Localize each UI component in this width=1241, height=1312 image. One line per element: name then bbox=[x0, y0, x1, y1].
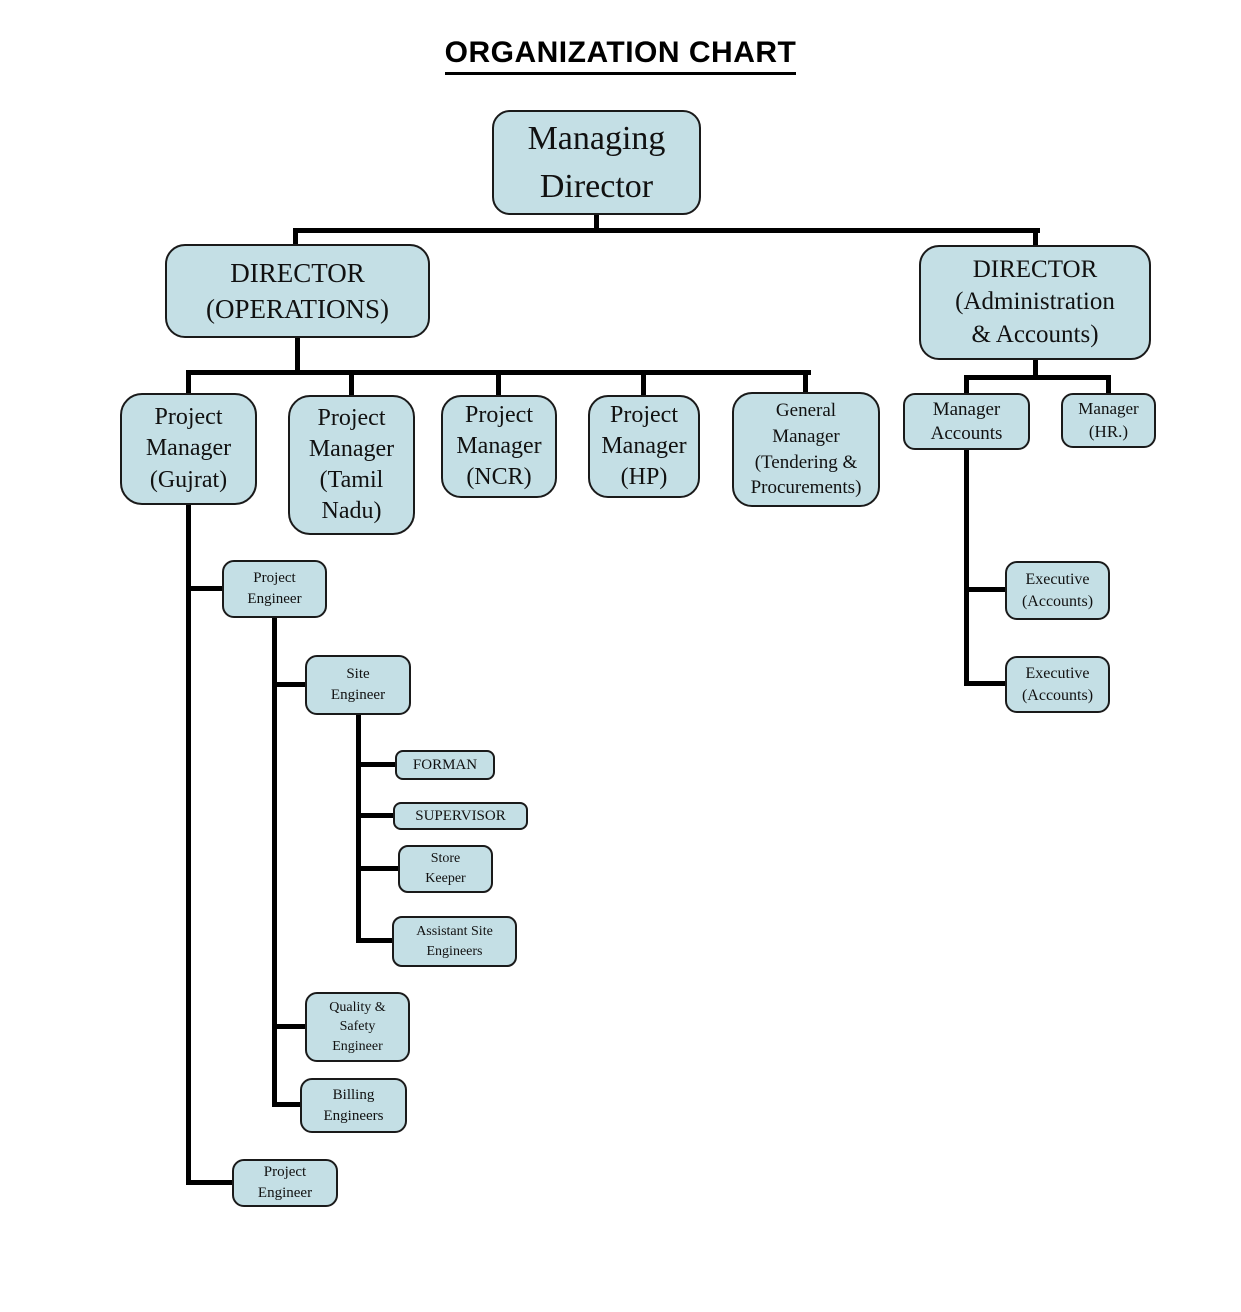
node-managing-director: Managing Director bbox=[492, 110, 701, 215]
connector-stub-hp bbox=[641, 373, 646, 397]
connector-stub-ncr bbox=[496, 373, 501, 397]
connector-stub-executive-2 bbox=[964, 681, 1008, 686]
connector-stub-supervisor bbox=[356, 813, 397, 818]
connector-stub-executive-1 bbox=[964, 587, 1008, 592]
connector-directors-horizontal bbox=[293, 228, 1040, 233]
connector-stub-gm bbox=[803, 373, 808, 395]
connector-stub-manager-hr bbox=[1106, 378, 1111, 395]
node-site-engineer: Site Engineer bbox=[305, 655, 411, 715]
connector-stub-forman bbox=[356, 762, 399, 767]
connector-stub-store-keeper bbox=[356, 866, 402, 871]
node-gm-tendering-procurements: General Manager (Tendering & Procurement… bbox=[732, 392, 880, 507]
node-billing-engineers: Billing Engineers bbox=[300, 1078, 407, 1133]
connector-stub-manager-accounts bbox=[964, 378, 969, 395]
connector-stub-gujrat bbox=[186, 373, 191, 397]
connector-stub-billing bbox=[272, 1102, 304, 1107]
node-manager-hr: Manager (HR.) bbox=[1061, 393, 1156, 448]
connector-ops-drop bbox=[295, 336, 300, 374]
connector-md-drop bbox=[594, 213, 599, 231]
connector-stub-project-engineer-1 bbox=[186, 586, 226, 591]
connector-stub-site-engineer bbox=[272, 682, 309, 687]
node-executive-accounts-1: Executive (Accounts) bbox=[1005, 561, 1110, 620]
node-store-keeper: Store Keeper bbox=[398, 845, 493, 893]
connector-project-engineer-trunk bbox=[272, 617, 277, 1107]
connector-managers-horizontal bbox=[186, 370, 811, 375]
node-supervisor: SUPERVISOR bbox=[393, 802, 528, 830]
node-forman: FORMAN bbox=[395, 750, 495, 780]
connector-stub-project-engineer-2 bbox=[186, 1180, 236, 1185]
node-director-operations: DIRECTOR (OPERATIONS) bbox=[165, 244, 430, 338]
node-pm-tamil-nadu: Project Manager (Tamil Nadu) bbox=[288, 395, 415, 535]
connector-admin-horizontal bbox=[964, 375, 1111, 380]
node-project-engineer-1: Project Engineer bbox=[222, 560, 327, 618]
connector-accounts-trunk bbox=[964, 449, 969, 686]
node-executive-accounts-2: Executive (Accounts) bbox=[1005, 656, 1110, 713]
connector-stub-quality-safety bbox=[272, 1024, 309, 1029]
node-assistant-site-engineers: Assistant Site Engineers bbox=[392, 916, 517, 967]
node-pm-hp: Project Manager (HP) bbox=[588, 395, 700, 498]
node-manager-accounts: Manager Accounts bbox=[903, 393, 1030, 450]
node-project-engineer-2: Project Engineer bbox=[232, 1159, 338, 1207]
node-quality-safety-engineer: Quality & Safety Engineer bbox=[305, 992, 410, 1062]
chart-title-text: ORGANIZATION CHART bbox=[444, 36, 797, 75]
connector-ops-top bbox=[293, 230, 298, 246]
connector-gujrat-trunk bbox=[186, 503, 191, 1185]
node-pm-gujrat: Project Manager (Gujrat) bbox=[120, 393, 257, 505]
connector-admin-drop bbox=[1033, 358, 1038, 378]
connector-site-engineer-trunk bbox=[356, 714, 361, 943]
connector-admin-top bbox=[1033, 230, 1038, 247]
connector-stub-assistant-site bbox=[356, 938, 396, 943]
node-director-admin-accounts: DIRECTOR (Administration & Accounts) bbox=[919, 245, 1151, 360]
connector-stub-tamil-nadu bbox=[349, 373, 354, 397]
chart-title: ORGANIZATION CHART bbox=[0, 36, 1241, 75]
node-pm-ncr: Project Manager (NCR) bbox=[441, 395, 557, 498]
